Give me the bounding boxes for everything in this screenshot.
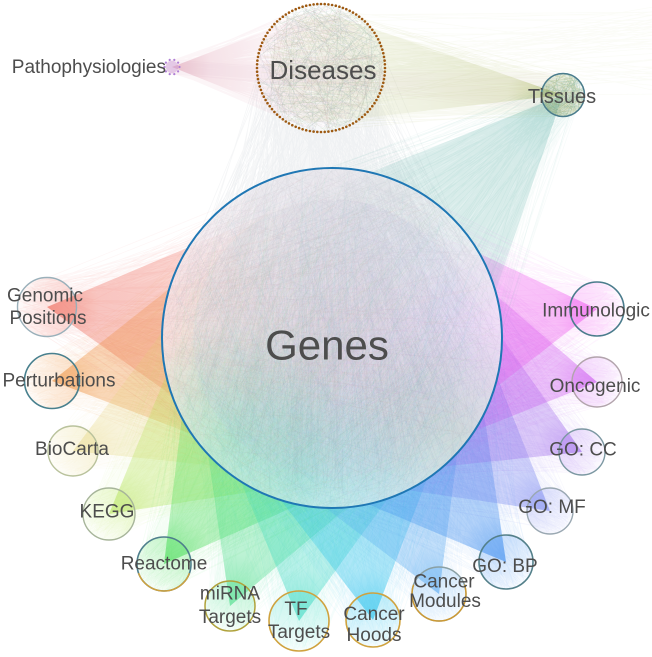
svg-text:GO: BP: GO: BP [472,556,537,577]
svg-text:Targets: Targets [268,622,330,643]
svg-text:Positions: Positions [9,308,86,329]
svg-text:GO: MF: GO: MF [518,497,586,518]
svg-text:Immunologic: Immunologic [542,301,650,322]
svg-text:miRNA: miRNA [200,584,260,605]
svg-text:Pathophysiologies: Pathophysiologies [12,57,166,78]
svg-text:KEGG: KEGG [80,502,135,523]
svg-text:Hoods: Hoods [347,625,402,646]
svg-text:Perturbations: Perturbations [2,371,115,392]
svg-text:TF: TF [284,599,307,620]
svg-text:Reactome: Reactome [121,554,208,575]
svg-text:Modules: Modules [409,591,481,612]
svg-text:Diseases: Diseases [270,55,377,85]
svg-text:Tissues: Tissues [528,86,596,108]
svg-text:Oncogenic: Oncogenic [550,376,641,397]
svg-text:GO: CC: GO: CC [549,440,617,461]
svg-text:Targets: Targets [199,607,261,628]
svg-text:Cancer: Cancer [343,604,405,625]
svg-text:Genomic: Genomic [7,286,83,307]
svg-text:Genes: Genes [265,322,389,369]
svg-text:BioCarta: BioCarta [35,439,109,460]
svg-text:Cancer: Cancer [413,572,475,593]
